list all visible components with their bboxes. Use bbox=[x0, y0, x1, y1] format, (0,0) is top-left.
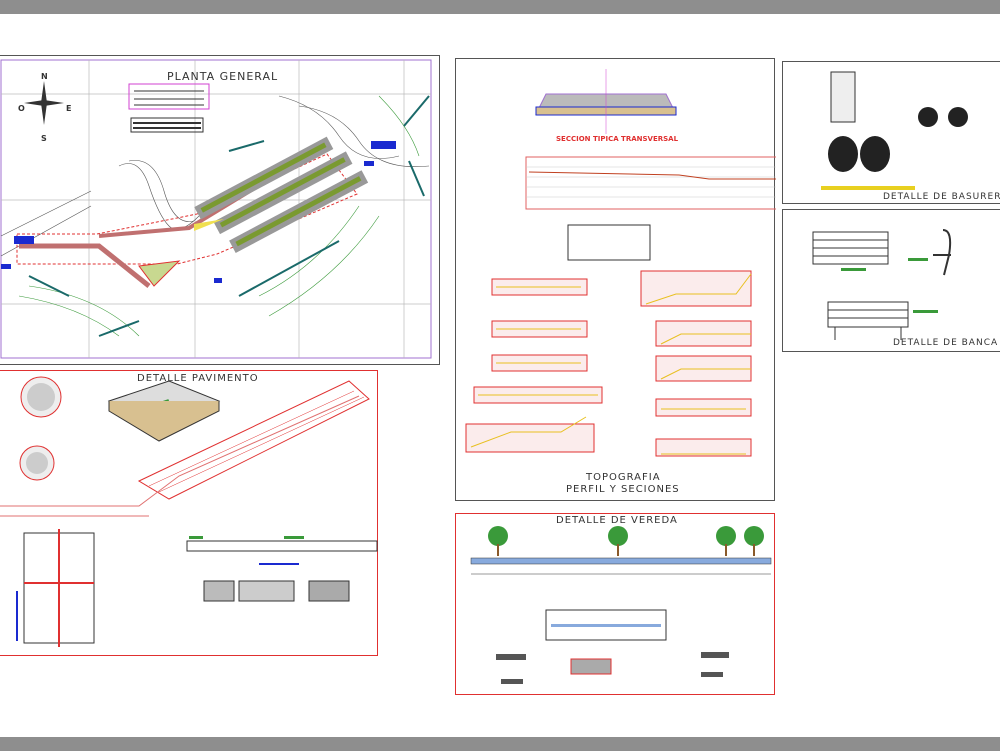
compass-south: S bbox=[41, 134, 48, 143]
sidewalk-detail-drawing bbox=[470, 526, 772, 684]
compass-north: N bbox=[41, 72, 49, 81]
bottom-status-strip bbox=[0, 737, 1000, 751]
compass-rose-icon bbox=[24, 81, 64, 125]
compass-east: E bbox=[66, 104, 73, 113]
site-plan-drawing bbox=[0, 59, 432, 359]
top-toolbar-strip bbox=[0, 0, 1000, 14]
section-title: SECCION TIPICA TRANSVERSAL bbox=[556, 135, 679, 143]
banca-title: DETALLE DE BANCA bbox=[893, 338, 999, 348]
compass-west: O bbox=[18, 104, 26, 113]
profiles-sections-drawing bbox=[465, 69, 776, 457]
detalle-basurero-sheet: DETALLE DE BASURERO bbox=[782, 61, 1000, 204]
detalle-pavimento-sheet: DETALLE PAVIMENTO bbox=[0, 370, 378, 656]
topografia-title: TOPOGRAFIA bbox=[586, 472, 661, 483]
bench-detail-drawing bbox=[812, 229, 952, 340]
pavimento-title: DETALLE PAVIMENTO bbox=[137, 373, 259, 384]
planta-title: PLANTA GENERAL bbox=[167, 70, 279, 83]
detalle-banca-sheet: DETALLE DE BANCA bbox=[782, 209, 1000, 352]
topografia-sheet: SECCION TIPICA TRANSVERSAL TOPOGRAFIA PE… bbox=[455, 58, 776, 501]
vereda-title: DETALLE DE VEREDA bbox=[556, 515, 678, 526]
trash-bin-detail-drawing bbox=[821, 71, 968, 190]
planta-general-sheet: PLANTA GENERAL N S E O bbox=[0, 55, 440, 365]
basurero-title: DETALLE DE BASURERO bbox=[883, 192, 1000, 202]
perfil-title: PERFIL Y SECIONES bbox=[566, 484, 680, 495]
detalle-vereda-sheet: DETALLE DE VEREDA bbox=[455, 513, 775, 695]
pavement-detail-drawing bbox=[0, 376, 378, 647]
